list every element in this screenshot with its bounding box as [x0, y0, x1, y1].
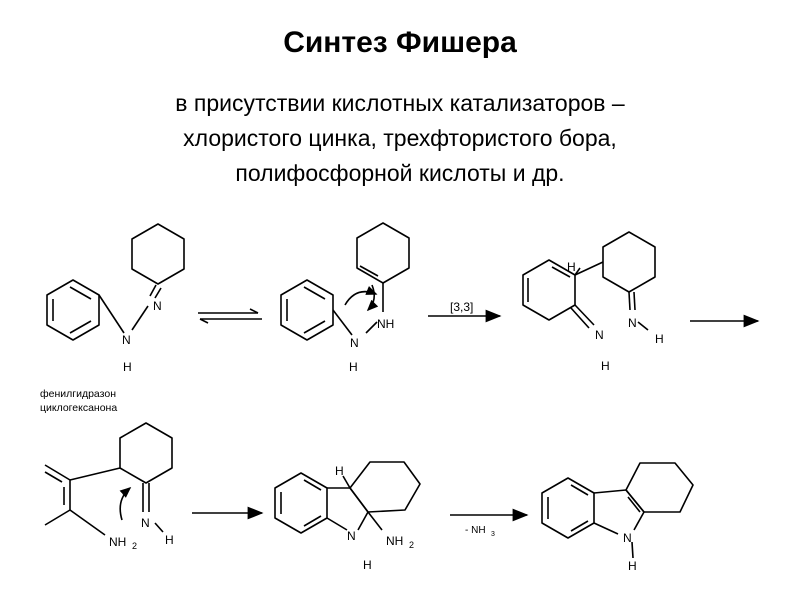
atom-n: N: [347, 529, 356, 543]
subtitle-line-1: в присутствии кислотных катализаторов –: [175, 90, 625, 116]
rearrangement-label: [3,3]: [450, 300, 473, 314]
atom-subscript-2: 2: [132, 541, 137, 551]
elimination-label: - NH: [465, 525, 486, 536]
atom-h: H: [349, 360, 358, 374]
atom-h: H: [165, 533, 174, 547]
atom-n: N: [122, 333, 131, 347]
structure-enehydrazine: [280, 222, 410, 341]
atom-h: H: [335, 464, 344, 478]
subtitle-line-2: хлористого цинка, трехфтористого бора,: [183, 125, 617, 151]
structure-aminal: [274, 461, 421, 534]
atom-n: N: [350, 336, 359, 350]
atom-n: N: [628, 316, 637, 330]
page-title: Синтез Фишера: [283, 26, 517, 59]
atom-nh2: NH: [386, 534, 403, 548]
atom-h: H: [628, 559, 637, 573]
structure-diimine: [522, 231, 656, 331]
caption-line-1: фенилгидразон: [40, 388, 116, 400]
atom-labels: N N H N H NH H N H N H NH 2 N H H N H NH…: [109, 260, 664, 573]
atom-nh2: NH: [109, 535, 126, 549]
page-subtitle: в присутствии кислотных катализаторов – …: [40, 86, 760, 191]
atom-n: N: [153, 299, 162, 313]
subtitle-line-3: полифосфорной кислоты и др.: [235, 160, 565, 186]
atom-nh: NH: [377, 317, 394, 331]
elimination-subscript: 3: [491, 531, 495, 538]
atom-h: H: [567, 260, 576, 274]
atom-h: H: [363, 558, 372, 572]
equilibrium-arrow: [198, 308, 262, 324]
atom-h: H: [601, 359, 610, 373]
caption-line-2: циклогексанона: [40, 402, 117, 414]
atom-h: H: [123, 360, 132, 374]
atom-n: N: [623, 531, 632, 545]
structure-tetrahydrocarbazole: [541, 462, 694, 559]
atom-subscript-2: 2: [409, 540, 414, 550]
atom-n: N: [141, 516, 150, 530]
atom-h: H: [655, 332, 664, 346]
structure-aminoimine: [44, 422, 173, 536]
atom-n: N: [595, 328, 604, 342]
structure-phenylhydrazone: [46, 223, 185, 341]
